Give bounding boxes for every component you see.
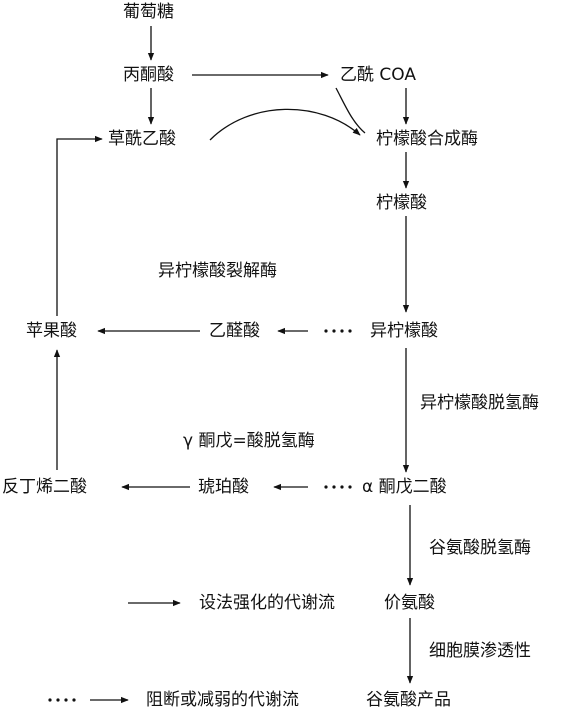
node-glyoxylate: 乙醛酸 bbox=[209, 321, 260, 341]
enzyme-isocitrate-lyase: 异柠檬酸裂解酶 bbox=[158, 261, 277, 281]
node-succinate: 琥珀酸 bbox=[198, 477, 249, 497]
enzyme-glutamate-dehydrogenase: 谷氨酸脱氢酶 bbox=[429, 538, 531, 558]
dot bbox=[332, 485, 336, 489]
label-membrane-permeability: 细胞膜渗透性 bbox=[429, 641, 531, 661]
enzyme-ketoglutarate-dehydrogenase: γ 酮戊=酸脱氢酶 bbox=[183, 431, 315, 451]
dot bbox=[348, 329, 352, 333]
enzyme-isocitrate-dehydrogenase: 异柠檬酸脱氢酶 bbox=[420, 393, 539, 413]
dot bbox=[324, 485, 328, 489]
node-glutamate-product: 谷氨酸产品 bbox=[366, 690, 451, 710]
dot bbox=[348, 485, 352, 489]
node-glucose: 葡萄糖 bbox=[123, 2, 174, 22]
node-alpha-ketoglutarate: α 酮戊二酸 bbox=[362, 477, 447, 497]
dot bbox=[72, 698, 76, 702]
node-oxaloacetate: 草酰乙酸 bbox=[108, 129, 176, 149]
dot bbox=[340, 329, 344, 333]
node-fumarate: 反丁烯二酸 bbox=[2, 477, 87, 497]
dot bbox=[324, 329, 328, 333]
node-isocitrate: 异柠檬酸 bbox=[370, 321, 438, 341]
node-acetyl-coa: 乙酰 COA bbox=[340, 65, 416, 85]
legend-block-label: 阻断或减弱的代谢流 bbox=[146, 690, 299, 710]
dot bbox=[64, 698, 68, 702]
arrow-malate-oxaloacetate bbox=[56, 135, 103, 316]
node-citrate-synthase: 柠檬酸合成酶 bbox=[376, 129, 478, 149]
dot bbox=[340, 485, 344, 489]
dot bbox=[332, 329, 336, 333]
arc-oxaloacetate-synthase bbox=[209, 108, 361, 141]
node-citrate: 柠檬酸 bbox=[376, 193, 427, 213]
node-valine: 价氨酸 bbox=[384, 593, 435, 613]
dot bbox=[56, 698, 60, 702]
node-pyruvate: 丙酮酸 bbox=[123, 65, 174, 85]
legend-strengthen-label: 设法强化的代谢流 bbox=[199, 593, 335, 613]
node-malate: 苹果酸 bbox=[26, 321, 77, 341]
dot bbox=[48, 698, 52, 702]
arc-acetylcoa-synthase bbox=[335, 87, 366, 134]
